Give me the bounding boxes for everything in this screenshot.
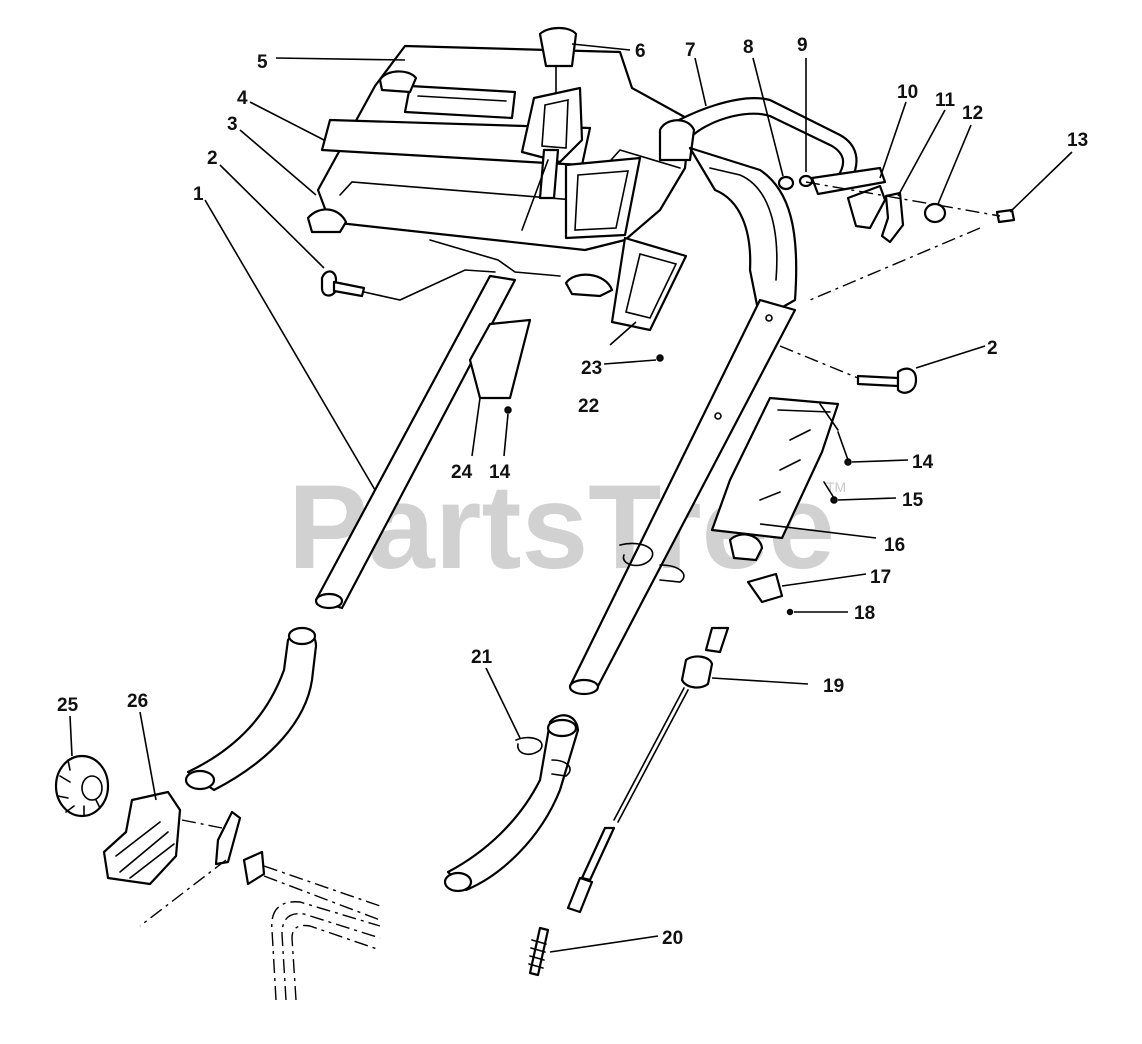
lower-handle-right bbox=[443, 714, 580, 893]
spring-20 bbox=[528, 926, 550, 977]
watermark-trademark: TM bbox=[826, 479, 846, 495]
callout-20: 20 bbox=[662, 928, 683, 949]
screw-18 bbox=[786, 608, 794, 616]
callout-24: 24 bbox=[451, 462, 473, 483]
main-handle-frame bbox=[314, 274, 797, 696]
callout-5: 5 bbox=[257, 52, 268, 73]
screw-22 bbox=[656, 354, 664, 362]
clip-21-upper-b bbox=[659, 564, 685, 583]
nut-9 bbox=[798, 174, 814, 188]
callout-7: 7 bbox=[685, 40, 696, 61]
callout-6: 6 bbox=[635, 41, 646, 62]
panel-slot bbox=[564, 156, 642, 240]
bolt-2-left bbox=[320, 270, 366, 298]
knob-12 bbox=[923, 202, 947, 224]
bracket-10b bbox=[846, 184, 887, 230]
plate-23 bbox=[610, 236, 688, 332]
control-panel bbox=[306, 44, 692, 298]
callouts: 1 2 3 4 5 6 7 8 9 10 11 12 13 2 14 15 16… bbox=[57, 35, 1088, 949]
callout-26: 26 bbox=[127, 691, 148, 712]
callout-2-left: 2 bbox=[207, 148, 218, 169]
callout-23: 23 bbox=[581, 358, 602, 379]
callout-21: 21 bbox=[471, 647, 493, 668]
panel-tab-right bbox=[564, 273, 614, 298]
bracket-24 bbox=[468, 318, 532, 400]
upper-handle bbox=[658, 97, 858, 322]
panel-window bbox=[403, 84, 517, 120]
shift-lever bbox=[520, 26, 584, 231]
callout-12: 12 bbox=[962, 103, 983, 124]
panel-grip-left bbox=[378, 70, 418, 94]
callout-3: 3 bbox=[227, 114, 238, 135]
callout-17: 17 bbox=[870, 567, 891, 588]
callout-15: 15 bbox=[902, 490, 924, 511]
link-bracket bbox=[214, 810, 242, 866]
bolt-2-right bbox=[856, 367, 918, 394]
washer-8 bbox=[777, 175, 795, 191]
hardware-cluster bbox=[777, 166, 1016, 301]
panel-tab-left bbox=[306, 208, 348, 234]
shift-knob bbox=[538, 26, 578, 68]
callout-22: 22 bbox=[578, 396, 599, 417]
callout-19: 19 bbox=[823, 676, 844, 697]
cable-19 bbox=[566, 626, 730, 914]
handle-left-upper bbox=[314, 274, 517, 610]
bracket-26 bbox=[102, 790, 223, 886]
leader-lines bbox=[69, 43, 1073, 953]
lower-handle-left bbox=[184, 626, 318, 792]
knob-25 bbox=[54, 754, 110, 818]
callout-4: 4 bbox=[237, 88, 248, 109]
screw-13 bbox=[995, 208, 1016, 224]
callout-25: 25 bbox=[57, 695, 79, 716]
bracket-10 bbox=[810, 166, 887, 196]
callout-9: 9 bbox=[797, 35, 808, 56]
screw-14-left bbox=[504, 406, 512, 414]
callout-13: 13 bbox=[1067, 130, 1088, 151]
callout-1: 1 bbox=[193, 184, 204, 205]
callout-18: 18 bbox=[854, 603, 875, 624]
callout-14-left: 14 bbox=[489, 462, 511, 483]
clip-21-lower bbox=[515, 736, 543, 756]
track-lower-left bbox=[271, 901, 381, 1001]
control-box-16 bbox=[710, 396, 840, 562]
callout-10: 10 bbox=[897, 82, 918, 103]
callout-11: 11 bbox=[935, 90, 956, 111]
clamp-17 bbox=[746, 572, 784, 604]
callout-8: 8 bbox=[743, 37, 754, 58]
callout-14-right: 14 bbox=[912, 452, 934, 473]
callout-16: 16 bbox=[884, 535, 905, 556]
clip-21-upper bbox=[619, 542, 654, 567]
handle-grip-left bbox=[658, 119, 696, 162]
callout-2-right: 2 bbox=[987, 338, 998, 359]
